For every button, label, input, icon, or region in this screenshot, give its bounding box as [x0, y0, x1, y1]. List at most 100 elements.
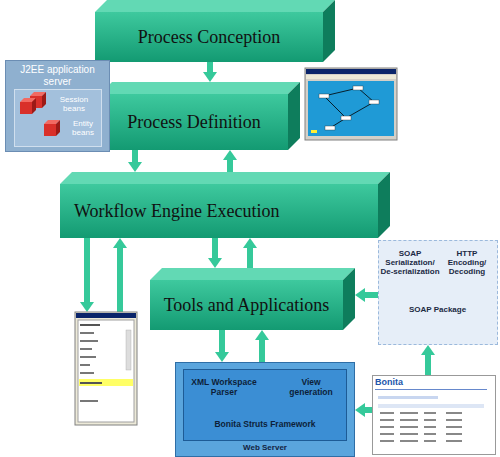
framework-box: XML Workspace Parser View generationBonit…: [183, 369, 347, 441]
graph-editor-screenshot: [305, 68, 397, 140]
illustration-part: [380, 412, 394, 414]
illustration-part: [79, 379, 133, 386]
illustration-part: [400, 426, 418, 428]
illustration-part: [446, 440, 462, 442]
flow-arrow: [219, 330, 225, 352]
illustration-part: [80, 348, 92, 350]
bean-panel: Session beansEntity beans: [14, 89, 102, 147]
illustration-part: [20, 102, 32, 114]
illustration-part: [325, 126, 335, 130]
flow-arrow: [207, 62, 213, 72]
illustration-part: [400, 412, 418, 414]
illustration-part: [80, 382, 102, 384]
illustration-part: [424, 426, 436, 428]
box-side: [378, 172, 390, 238]
web-page-screenshot: Bonita: [372, 375, 496, 455]
box-label: Workflow Engine Execution: [60, 184, 378, 238]
box-top: [95, 0, 335, 12]
bean-cubes: [20, 92, 60, 136]
box-side: [323, 0, 335, 62]
illustration-part: [400, 419, 418, 421]
illustration-part: [44, 120, 60, 124]
box-label: Web Server: [176, 443, 354, 452]
flow-arrow: [212, 238, 218, 258]
illustration-part: [126, 330, 131, 370]
box-side: [343, 268, 355, 330]
illustration-part: [308, 81, 394, 136]
flow-arrow: [84, 238, 90, 302]
illustration-part: [446, 433, 462, 435]
illustration-part: [378, 396, 438, 399]
illustration-part: [380, 419, 394, 421]
flow-arrow: [425, 355, 431, 375]
illustration-part: [380, 433, 394, 435]
box-front: [95, 12, 323, 62]
flow-arrow: [247, 248, 253, 268]
box-label: HTTP Encoding/ Decoding: [437, 249, 497, 277]
illustration-part: [305, 68, 397, 140]
illustration-part: [80, 372, 94, 374]
illustration-part: [80, 364, 90, 366]
box-side: [288, 82, 300, 150]
box-label: Entity beans: [64, 119, 102, 137]
flow-arrow: [117, 248, 123, 312]
illustration-part: [44, 124, 56, 136]
server-box: Web Server XML Workspace Parser View gener…: [175, 362, 355, 457]
illustration-part: [380, 440, 394, 442]
illustration-part: [30, 96, 42, 108]
box-label: Process Definition: [100, 94, 288, 150]
illustration-part: [380, 426, 394, 428]
server-box: J2EE application serverSession beansEnti…: [5, 60, 110, 152]
illustration-part: [80, 324, 100, 326]
illustration-part: [375, 389, 487, 390]
illustration-part: [76, 313, 136, 318]
illustration-part: [80, 340, 98, 342]
illustration-part: [400, 440, 418, 442]
flow-arrow: [227, 160, 233, 172]
web-page-table: [375, 389, 487, 442]
illustration-part: [56, 120, 60, 136]
illustration-part: [324, 96, 346, 118]
screenshot-arrows: [87, 238, 120, 312]
illustration-part: [424, 433, 436, 435]
illustration-part: [353, 86, 363, 90]
box-label: XML Workspace Parser: [188, 378, 260, 398]
process-box: Tools and Applications: [150, 268, 355, 330]
illustration-part: [80, 356, 96, 358]
illustration-part: [30, 92, 46, 96]
illustration-part: [341, 116, 351, 120]
process-box: Process Definition: [100, 82, 300, 150]
illustration-part: [20, 98, 36, 102]
illustration-part: [446, 412, 462, 414]
illustration-part: [80, 332, 94, 334]
illustration-part: [378, 404, 484, 408]
illustration-part: [446, 419, 462, 421]
engine-box: Workflow Engine Execution: [60, 172, 390, 238]
illustration-part: [306, 75, 396, 79]
box-label: SOAP Package: [379, 305, 496, 314]
illustration-part: [319, 94, 329, 98]
box-label: View generation: [280, 378, 342, 398]
box-label: Session beans: [52, 95, 96, 113]
box-top: [100, 82, 300, 94]
flow-arrow: [132, 150, 138, 162]
illustration-part: [311, 130, 317, 133]
illustration-part: [306, 69, 396, 74]
illustration-part: [424, 419, 436, 421]
box-label: Tools and Applications: [150, 280, 343, 330]
illustration-part: [369, 100, 379, 104]
box-label: Process Conception: [95, 12, 323, 62]
illustration-part: [75, 312, 137, 425]
package-box: SOAP Serialization/ De-serializationHTTP…: [378, 240, 498, 345]
illustration-part: [78, 320, 134, 422]
box-front: [100, 94, 288, 150]
flow-arrow: [259, 340, 265, 362]
list-screenshot: [75, 312, 137, 425]
box-label: Bonita Struts Framework: [184, 420, 346, 430]
illustration-part: [424, 412, 436, 414]
box-top: [60, 172, 390, 184]
illustration-part: [446, 426, 462, 428]
box-top: [150, 268, 355, 280]
